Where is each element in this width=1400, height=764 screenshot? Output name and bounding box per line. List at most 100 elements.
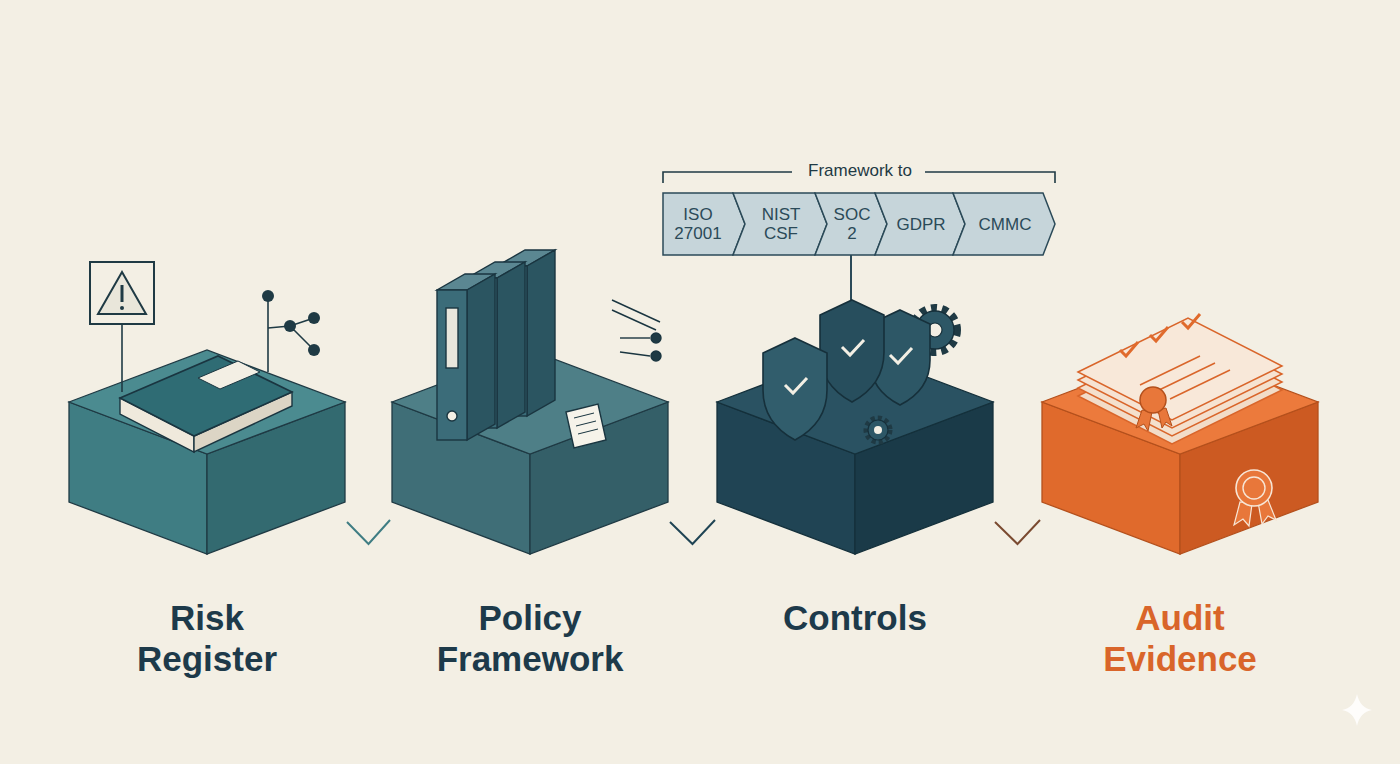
stage-block: Risk Register [67, 258, 347, 685]
framework-chevron: SOC 2 [815, 193, 887, 255]
chevron-shape [875, 193, 965, 255]
flow-connector [347, 520, 390, 544]
seal-ribbon [1258, 500, 1276, 524]
framework-name: CMMC [960, 215, 1050, 234]
framework-chevron: ISO 27001 [663, 193, 745, 255]
stage-label: Audit Evidence [1080, 597, 1280, 679]
binder-ring [477, 399, 487, 409]
risk-illustration [90, 262, 320, 452]
check-mark [1182, 314, 1200, 328]
stage-block: Controls [715, 300, 995, 685]
bracket-line [925, 172, 1055, 183]
binder-label [446, 308, 458, 368]
warning-mark [121, 285, 124, 302]
paper-sheet [1078, 334, 1282, 436]
flow-connector [995, 520, 1040, 544]
bracket-line [663, 172, 792, 183]
check-mark [1120, 342, 1138, 356]
warning-frame [90, 262, 154, 324]
sparkle-mark [1342, 694, 1372, 726]
network-line [290, 318, 314, 326]
flow-connector [850, 255, 852, 300]
shield-check [842, 340, 864, 355]
seal-ring [1243, 477, 1265, 499]
shield-check [785, 378, 807, 393]
evidence-illustration [1078, 314, 1282, 526]
network-nodes [262, 290, 320, 356]
network-dot [308, 344, 320, 356]
network-line [267, 296, 269, 372]
seal-ribbon [1158, 408, 1172, 428]
seal [1140, 387, 1166, 413]
gear [916, 311, 954, 349]
paper-sheet [1078, 318, 1282, 420]
book-cover [120, 356, 292, 436]
block-top-face [717, 350, 993, 454]
framework-bracket [663, 172, 1055, 183]
controls-illustration [763, 300, 957, 442]
document-line [576, 421, 596, 426]
seal-ribbon [1136, 410, 1152, 431]
shield [820, 300, 884, 402]
framework-chevron: CMMC [953, 193, 1055, 255]
stage-label: Policy Framework [430, 597, 630, 679]
network-dot [308, 312, 320, 324]
binder-spine [467, 278, 497, 428]
network-dot [284, 320, 296, 332]
binder-spine [437, 290, 467, 440]
paper-sheet [1078, 326, 1282, 428]
signal-line [620, 337, 650, 338]
gear-hole [928, 323, 942, 337]
book-label [198, 361, 260, 389]
binder [497, 250, 555, 416]
text-line [1170, 370, 1230, 399]
text-line [1140, 356, 1200, 385]
framework-name: NIST CSF [754, 205, 809, 243]
binder-illustration [437, 250, 661, 448]
network-line [290, 326, 314, 350]
network-icon [268, 296, 314, 372]
seal-ribbon [1234, 502, 1252, 526]
binder-side [467, 274, 495, 440]
stage-label: Risk Register [107, 597, 307, 679]
framework-chevron: GDPR [875, 193, 965, 255]
icon-stem [121, 324, 123, 392]
framework-chevron: NIST CSF [733, 193, 827, 255]
signal-line [612, 300, 660, 322]
binder-ring [447, 411, 457, 421]
text-line [1155, 363, 1215, 392]
book-pages [120, 398, 194, 452]
binder-side [497, 262, 525, 428]
document-line [574, 413, 594, 418]
binder [467, 262, 525, 428]
paper-sheet [1078, 342, 1282, 444]
framework-name: ISO 27001 [668, 205, 728, 243]
network-dot [262, 290, 274, 302]
stage-label: Controls [755, 597, 955, 638]
gear [868, 420, 888, 440]
chevron-shape [815, 193, 887, 255]
binder-top [467, 262, 525, 278]
binder-spine [497, 266, 527, 416]
seal [1236, 470, 1272, 506]
network-line [268, 326, 290, 328]
block-top-face [69, 350, 345, 454]
chevron-shape [953, 193, 1055, 255]
binder-side [527, 250, 555, 416]
chevron-shape [733, 193, 827, 255]
binder-ring [507, 387, 517, 397]
binder-top [437, 274, 495, 290]
gear-hole [874, 426, 882, 434]
document-line [578, 429, 598, 434]
flow-connector [670, 520, 715, 544]
binder-label [476, 296, 488, 356]
shield-check [890, 348, 912, 363]
framework-name: GDPR [881, 215, 961, 234]
stage-block: Audit Evidence [1040, 300, 1320, 685]
warning-dot [120, 306, 124, 310]
shield [763, 338, 827, 440]
bracket-label: Framework to [798, 161, 922, 181]
stage-block: Policy Framework [390, 250, 670, 685]
